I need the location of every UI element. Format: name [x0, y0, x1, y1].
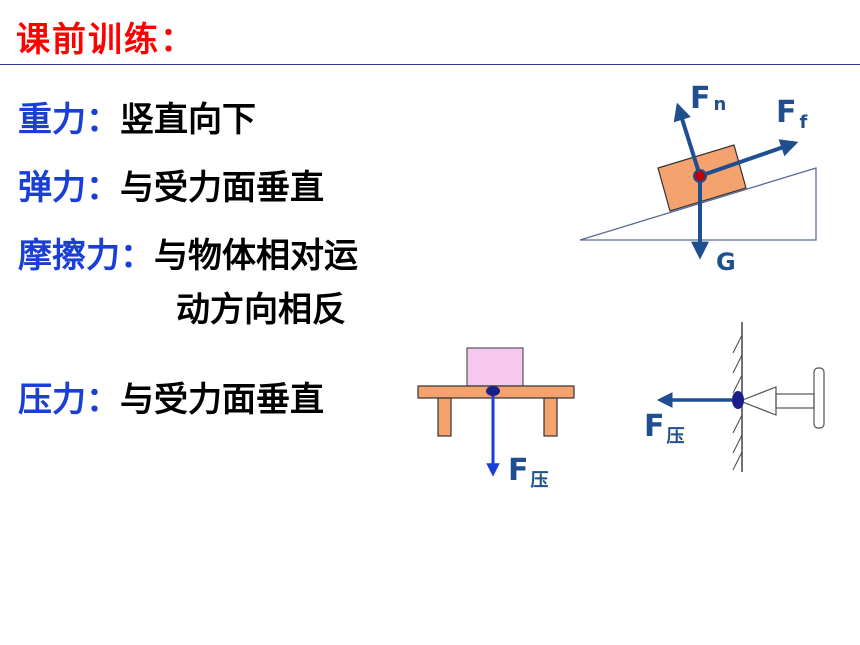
- wall-contact-dot: [732, 391, 744, 409]
- wall-hatching: [732, 334, 743, 471]
- friction-desc-cont: 动方向相反: [176, 290, 346, 330]
- elastic-row: 弹力：与受力面垂直: [18, 160, 324, 209]
- normal-force-arrow: [673, 102, 702, 177]
- table-leg-left: [437, 397, 452, 437]
- title-divider: [0, 64, 860, 65]
- block-center-dot: [693, 169, 707, 183]
- gravity-term: 重力：: [18, 100, 120, 140]
- page-title: 课前训练：: [16, 20, 196, 60]
- table-contact-dot: [486, 386, 500, 396]
- gravity-row: 重力：竖直向下: [18, 92, 256, 141]
- elastic-term: 弹力：: [18, 168, 120, 208]
- gravity-desc: 竖直向下: [120, 100, 256, 140]
- box-on-table: [466, 347, 524, 387]
- friction-term: 摩擦力：: [18, 236, 154, 276]
- friction-row-cont: 动方向相反: [176, 282, 346, 331]
- table-leg-right: [543, 397, 558, 437]
- friction-desc: 与物体相对运: [154, 236, 358, 276]
- pressure-term: 压力：: [18, 380, 120, 420]
- elastic-desc: 与受力面垂直: [120, 168, 324, 208]
- pressure-desc: 与受力面垂直: [120, 380, 324, 420]
- pressure-row: 压力：与受力面垂直: [18, 372, 324, 421]
- g-label: G: [716, 248, 736, 276]
- friction-force-arrow: [699, 139, 799, 178]
- pushpin: [738, 367, 825, 429]
- friction-row: 摩擦力：与物体相对运: [18, 228, 358, 277]
